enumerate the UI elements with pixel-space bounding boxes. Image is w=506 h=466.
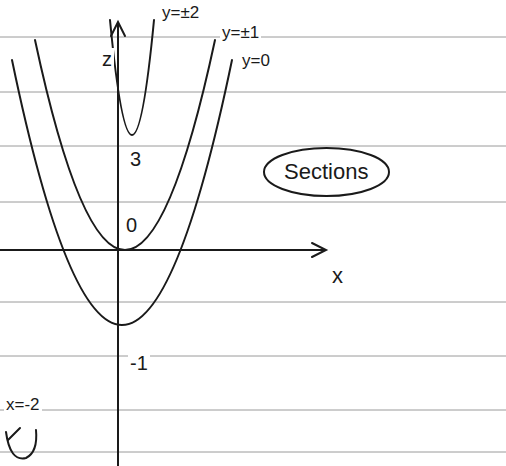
cup-mark: [8, 428, 20, 440]
x-arrowhead: [312, 243, 326, 257]
section-label: y=±1: [220, 24, 261, 43]
tick-value: -1: [128, 352, 150, 374]
note-text: Sections: [284, 159, 368, 185]
circled-note: Sections: [262, 146, 391, 198]
parabola-y2: [110, 20, 154, 135]
axis-label: z: [100, 48, 114, 70]
paper-rules: [0, 37, 506, 452]
cup-sketch: [6, 430, 36, 458]
tick-value: 0: [124, 214, 139, 236]
parabola-y1: [35, 40, 215, 250]
note-label: x=-2: [4, 396, 42, 415]
section-label: y=0: [240, 52, 272, 71]
tick-value: 3: [128, 148, 143, 170]
axis-label: x: [330, 264, 345, 288]
section-label: y=±2: [160, 4, 201, 23]
x-axis: [0, 249, 325, 251]
parabola-y0: [12, 60, 232, 325]
z-arrowhead: [111, 22, 125, 36]
